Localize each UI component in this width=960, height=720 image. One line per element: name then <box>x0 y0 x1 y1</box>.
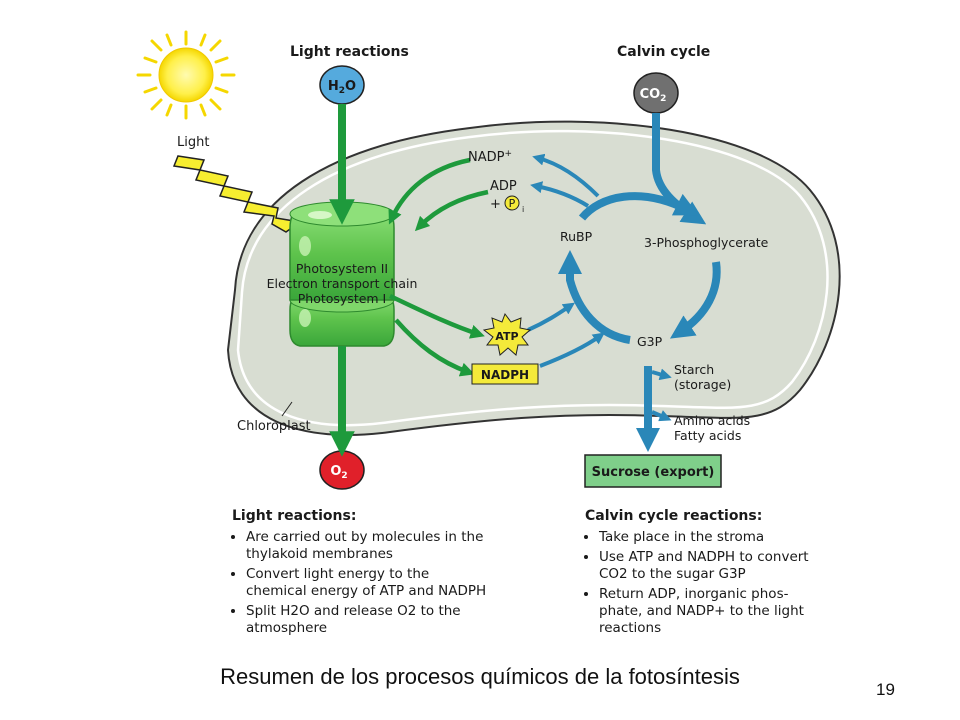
light-note-item: Split H2O and release O2 to the atmosphe… <box>246 603 492 637</box>
adp-label: ADP <box>490 179 517 194</box>
light-note-item: Convert light energy to the chemical ene… <box>246 566 492 600</box>
adp-to-thylakoid-arrow <box>414 189 489 232</box>
svg-text:NADP+: NADP+ <box>468 149 512 165</box>
calvin-note-item: Take place in the stroma <box>599 529 815 546</box>
g3p-to-rubp-arrow <box>558 250 631 344</box>
photosystem-ii-label: Photosystem II <box>296 261 388 276</box>
atp-starburst: ATP <box>482 312 532 356</box>
rubp-to-nadp-arrow <box>532 153 600 198</box>
o2-node: O2 <box>319 450 365 490</box>
h2o-tail: O <box>345 79 356 94</box>
calvin-note-item: Use ATP and NADPH to convert CO2 to the … <box>599 549 815 583</box>
calvin-cycle-notes: Calvin cycle reactions: Take place in th… <box>585 508 815 640</box>
g3p-label: G3P <box>637 334 663 349</box>
h2o-sub: 2 <box>339 86 345 96</box>
calvin-note-item: Return ADP, inorganic phos-phate, and NA… <box>599 586 815 637</box>
light-label: Light <box>177 135 209 150</box>
co2-sub: 2 <box>660 94 666 104</box>
co2-main: CO <box>640 87 661 102</box>
page-number: 19 <box>876 680 895 699</box>
light-notes-title: Light reactions: <box>232 508 357 524</box>
sucrose-box: Sucrose (export) <box>584 454 722 488</box>
chloroplast-pointer <box>281 401 293 417</box>
h2o-main: H <box>328 79 339 94</box>
light-reactions-title: Light reactions <box>290 44 409 60</box>
slide-caption: Resumen de los procesos químicos de la f… <box>220 664 740 689</box>
3pg-to-g3p-arrow <box>669 261 721 339</box>
o2-main: O <box>330 464 341 479</box>
thylakoid-to-atp-arrow <box>389 293 485 339</box>
chloroplast-inner-membrane <box>236 129 829 427</box>
svg-text:H2O: H2O <box>328 79 356 96</box>
pi-sub: i <box>522 205 524 214</box>
nadp-plus-sup: + <box>504 149 512 159</box>
sucrose-label: Sucrose (export) <box>592 465 715 480</box>
storage-label: (storage) <box>674 377 731 392</box>
svg-text:O2: O2 <box>330 464 347 481</box>
thylakoid-to-nadph-arrow <box>394 318 475 377</box>
nadph-to-cycle-arrow <box>539 332 605 368</box>
light-bolt-icon <box>172 155 302 233</box>
amino-acids-label: Amino acids <box>674 413 750 428</box>
nadph-box: NADPH <box>471 363 539 385</box>
calvin-notes-title: Calvin cycle reactions: <box>585 508 763 524</box>
g3p-to-starch-arrow <box>651 368 672 381</box>
rubp-to-3pg-arrow <box>578 192 699 221</box>
rubp-label: RuBP <box>560 229 593 244</box>
nadph-label: NADPH <box>481 368 529 382</box>
atp-label: ATP <box>495 330 518 343</box>
phosphoglycerate-label: 3-Phosphoglycerate <box>644 235 769 250</box>
svg-text:CO2: CO2 <box>640 87 667 104</box>
nadp-to-thylakoid-arrow <box>388 157 471 225</box>
atp-to-cycle-arrow <box>527 302 575 332</box>
light-reactions-notes: Light reactions: Are carried out by mole… <box>232 508 492 640</box>
pi-node: P i <box>504 195 524 214</box>
co2-node: CO2 <box>633 72 679 114</box>
starch-label: Starch <box>674 362 714 377</box>
rubp-to-adp-arrow <box>530 181 590 208</box>
calvin-cycle-title: Calvin cycle <box>617 44 710 60</box>
pi-main: P <box>509 197 516 210</box>
o2-sub: 2 <box>341 471 347 481</box>
nadp-plus-label: NADP <box>468 150 505 165</box>
chloroplast-label: Chloroplast <box>237 419 311 434</box>
electron-transport-label: Electron transport chain <box>267 276 418 291</box>
thylakoid-stack <box>289 201 395 347</box>
pi-plus-sign: + <box>490 197 501 212</box>
fatty-acids-label: Fatty acids <box>674 428 741 443</box>
g3p-to-amino-arrow <box>651 410 672 422</box>
light-note-item: Are carried out by molecules in the thyl… <box>246 529 492 563</box>
photosystem-i-label: Photosystem I <box>298 291 387 306</box>
h2o-node: H2O <box>319 65 365 105</box>
sun-icon <box>136 30 236 120</box>
